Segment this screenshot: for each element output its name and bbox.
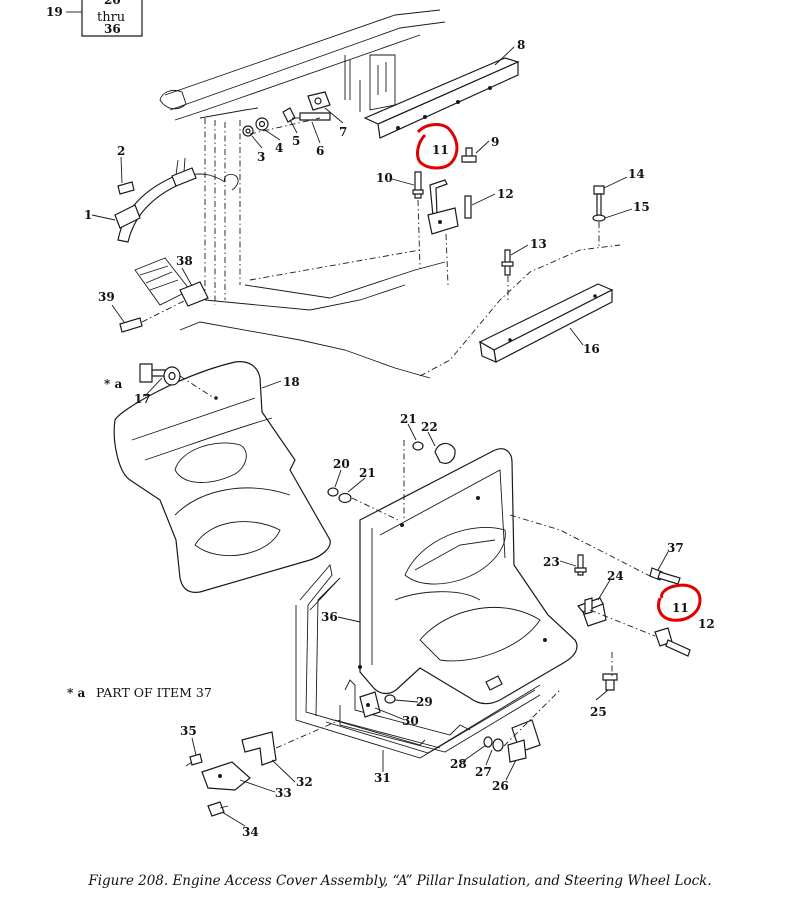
callout-24: 24 <box>607 569 624 583</box>
callout-30: 30 <box>402 714 419 728</box>
parts-14-15-bolt <box>592 185 606 248</box>
callout-28: 28 <box>450 757 467 771</box>
callout-13: 13 <box>530 237 547 251</box>
callout-12-upper: 12 <box>497 187 514 201</box>
callout-15: 15 <box>633 200 650 214</box>
callout-1: 1 <box>84 208 92 222</box>
callout-31: 31 <box>374 771 391 785</box>
callout-36: 36 <box>321 610 338 624</box>
callout-14: 14 <box>628 167 645 181</box>
callout-2: 2 <box>117 144 125 158</box>
parts-9-13-bracket <box>412 147 514 300</box>
callout-11-upper: 11 <box>432 143 449 157</box>
callout-17: 17 <box>134 392 151 406</box>
callout-18: 18 <box>283 375 300 389</box>
callout-26: 26 <box>492 779 509 793</box>
callout-9: 9 <box>491 135 499 149</box>
callout-16: 16 <box>583 342 600 356</box>
callout-32: 32 <box>296 775 313 789</box>
vehicle-body <box>159 9 621 379</box>
highlight-circle-upper <box>416 123 459 170</box>
callout-27: 27 <box>475 765 492 779</box>
part-36-cover <box>295 448 578 759</box>
parts-23-25-latch <box>574 554 618 691</box>
note-marker: * a <box>67 686 85 700</box>
callout-38: 38 <box>176 254 193 268</box>
parts-29-30 <box>359 691 396 718</box>
note-text: PART OF ITEM 37 <box>96 685 212 700</box>
parts-3-7-hardware <box>242 91 331 137</box>
callout-11-lower: 11 <box>672 601 689 615</box>
part-31-gasket <box>334 679 541 753</box>
latch-37 <box>509 514 691 657</box>
highlight-circle-lower <box>657 583 702 622</box>
figure-caption: Figure 208. Engine Access Cover Assembly… <box>88 873 712 889</box>
callout-23: 23 <box>543 555 560 569</box>
header-thru: thru <box>97 10 125 25</box>
parts-32-35-lock <box>185 719 341 817</box>
callout-35: 35 <box>180 724 197 738</box>
note-part-of-37: * a PART OF ITEM 37 <box>67 685 212 700</box>
part-17-fastener <box>139 363 215 399</box>
callout-29: 29 <box>416 695 433 709</box>
callout-8: 8 <box>517 38 525 52</box>
callout-labels: 1 2 3 4 5 6 7 8 9 10 11 12 13 14 15 16 1… <box>84 38 715 839</box>
callout-21-top: 21 <box>400 412 417 426</box>
part-16-rail <box>478 283 614 363</box>
callout-5: 5 <box>292 134 300 148</box>
callout-21-left: 21 <box>359 466 376 480</box>
callout-6: 6 <box>316 144 324 158</box>
part-8-rail <box>363 57 520 139</box>
callout-25: 25 <box>590 705 607 719</box>
callout-37: 37 <box>667 541 684 555</box>
callout-22: 22 <box>421 420 438 434</box>
header-bracket: 19 20 thru 36 <box>46 0 143 37</box>
leader-lines <box>91 46 669 827</box>
callout-3: 3 <box>257 150 265 164</box>
header-36: 36 <box>104 22 121 36</box>
callout-10: 10 <box>376 171 393 185</box>
callout-19: 19 <box>46 5 63 19</box>
header-20: 20 <box>104 0 121 7</box>
callout-12-lower: 12 <box>698 617 715 631</box>
callout-20: 20 <box>333 457 350 471</box>
callout-33: 33 <box>275 786 292 800</box>
parts-26-28-hinge <box>483 689 561 763</box>
callout-4: 4 <box>275 141 283 155</box>
parts-38-39-lock <box>119 257 209 333</box>
parts-20-22-fasteners <box>327 440 456 521</box>
part-1-2-hose <box>114 157 239 243</box>
callout-34: 34 <box>242 825 259 839</box>
callout-7: 7 <box>339 125 347 139</box>
callout-39: 39 <box>98 290 115 304</box>
part-18-insulation <box>113 361 331 593</box>
star-a-label: * a <box>104 377 122 391</box>
